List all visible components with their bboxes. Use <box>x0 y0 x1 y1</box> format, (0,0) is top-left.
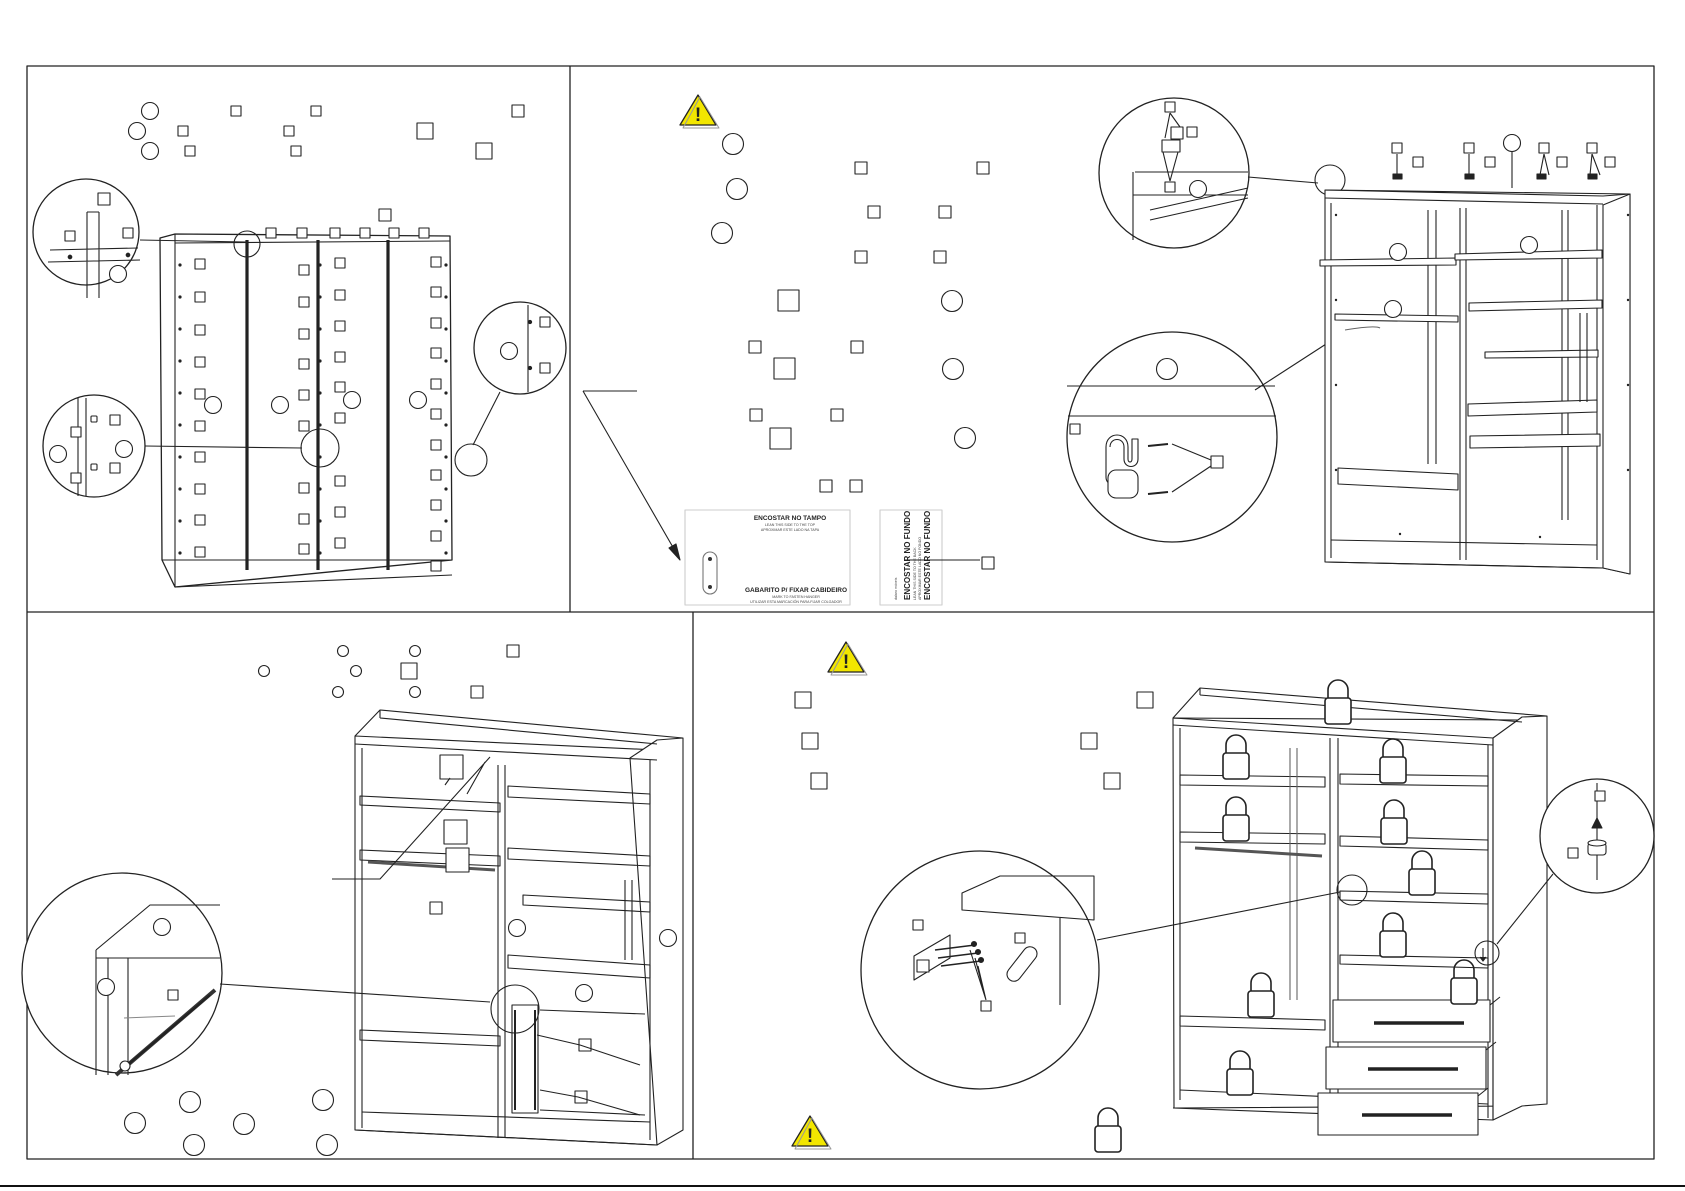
fundo-title: ENCOSTAR NO FUNDO <box>903 511 912 600</box>
back-panel-frame <box>160 209 452 587</box>
step-hanger: ENCOSTAR NO TAMPO LEAN THIS SIDE TO THE … <box>583 95 1630 605</box>
parts-legend-3b <box>125 1090 338 1156</box>
step-back-panel <box>33 103 566 588</box>
gabarito-title: GABARITO P/ FIXAR CABIDEIRO <box>745 587 847 594</box>
wardrobe-open <box>1320 135 1630 575</box>
detail-edge-nails <box>43 395 302 497</box>
fundo-line2: APROXIMAR ESTE LADO NO FONDO <box>918 537 922 600</box>
detail-corner <box>33 179 246 298</box>
parts-legend-4 <box>795 692 1153 789</box>
warning-icon-2 <box>828 642 867 675</box>
detail-right-edge <box>455 302 566 476</box>
tampo-title: ENCOSTAR NO TAMPO <box>754 515 826 522</box>
tampo-line1: LEAN THIS SIDE TO THE TOP <box>765 523 816 527</box>
parts-legend-1 <box>129 103 525 160</box>
warning-icon-3 <box>792 1116 831 1149</box>
wardrobe-slides <box>332 710 683 1145</box>
step-drawer-slides <box>22 645 683 1156</box>
fundo-title-2: ENCOSTAR NO FUNDO <box>923 511 932 600</box>
parts-legend-3 <box>259 645 520 698</box>
fundo-line1: LEAN THIS SIDE TO THE BACK <box>913 547 917 600</box>
warning-icon <box>680 95 719 128</box>
gabarito-line2: UTILIZAR ESTA MARCACIÓN PARA FIJAR COLGA… <box>750 599 842 604</box>
gabarito-line1: MARK TO FASTEN HANGER <box>772 595 820 599</box>
detail-top-fitting <box>1099 98 1345 248</box>
parts-legend-2 <box>712 134 990 493</box>
hanger-template: ENCOSTAR NO TAMPO LEAN THIS SIDE TO THE … <box>685 510 994 605</box>
brand: dalaro móveis <box>894 577 898 600</box>
wardrobe-drawers <box>1173 680 1547 1135</box>
tampo-line2: APROXIMAR ESTE LADO NA TAPA <box>761 528 820 532</box>
step-drawers <box>792 642 1654 1152</box>
